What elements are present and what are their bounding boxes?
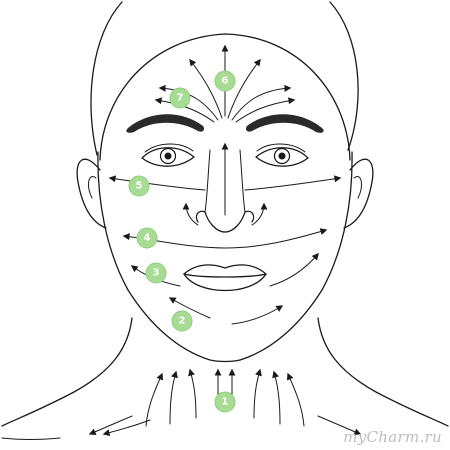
- arrow-neck-6: [272, 370, 281, 425]
- nose-base: [195, 210, 255, 233]
- step-badge-2-label: 2: [179, 316, 186, 327]
- ear-right-inner: [353, 176, 362, 199]
- arrow-neck-8: [286, 372, 305, 427]
- step-badge-7: 7: [169, 87, 191, 109]
- eyebrow-left: [126, 114, 205, 133]
- arrow-undereye-right: [244, 175, 342, 191]
- head-outline: [1, 1, 449, 440]
- lips: [183, 264, 267, 292]
- ear-left: [76, 158, 107, 229]
- step-badge-6: 6: [214, 70, 236, 92]
- watermark-logo: myCharm.ru: [343, 428, 442, 446]
- arrow-forehead-far-right: [231, 84, 292, 121]
- step-badge-4: 4: [136, 227, 158, 249]
- step-badge-2: 2: [171, 310, 193, 332]
- arrow-neck-5: [169, 370, 178, 425]
- arrow-chin-right: [231, 305, 284, 325]
- arrow-neck-7: [145, 372, 164, 427]
- step-badge-5-label: 5: [136, 181, 143, 192]
- step-badges: 1 2 3 4 5 6 7: [128, 70, 236, 413]
- arrow-cheek-left: [122, 233, 226, 249]
- arrow-neck-9: [88, 415, 133, 436]
- arrow-mouth-right: [269, 252, 319, 287]
- arrow-neck-4: [253, 368, 262, 419]
- step-badge-5: 5: [128, 175, 150, 197]
- neck-left: [1, 317, 133, 427]
- ear-right: [343, 158, 374, 229]
- arrow-nose-right-curve: [251, 202, 268, 226]
- arrow-neck-3: [188, 368, 197, 419]
- arrow-forehead-side-left: [154, 97, 215, 123]
- eyebrow-right: [245, 114, 324, 133]
- massage-arrows: [88, 44, 362, 437]
- ear-left-inner: [88, 176, 97, 199]
- arrow-forehead-far-left: [158, 84, 219, 121]
- arrow-cheek-right: [224, 228, 328, 249]
- face-left-contour: [97, 151, 241, 363]
- hair-right: [329, 1, 359, 151]
- arrow-chin-left: [168, 297, 211, 319]
- arrow-nose-left-curve: [182, 202, 199, 226]
- arrow-forehead-right: [227, 58, 261, 119]
- shoulder-left: [1, 437, 61, 440]
- arrow-forehead-side-right: [235, 97, 296, 123]
- facial-features: [126, 114, 324, 292]
- hair-left: [90, 1, 123, 156]
- step-badge-7-label: 7: [177, 93, 184, 104]
- arrow-neck-10: [317, 415, 362, 436]
- eye-left: [141, 143, 195, 167]
- neck-right: [317, 317, 449, 427]
- step-badge-1: 1: [214, 391, 236, 413]
- step-badge-3: 3: [145, 262, 167, 284]
- step-badge-1-label: 1: [222, 397, 229, 408]
- face-right-contour: [239, 151, 353, 361]
- step-badge-3-label: 3: [153, 268, 160, 279]
- eye-right: [255, 143, 309, 167]
- hairline: [99, 33, 351, 161]
- nose-bridge-left: [204, 149, 211, 213]
- nose-bridge-right: [239, 149, 246, 213]
- arrow-undereye-left: [108, 175, 206, 191]
- arrow-neck-11: [102, 419, 151, 437]
- arrow-forehead-left: [189, 58, 223, 119]
- step-badge-6-label: 6: [222, 76, 229, 87]
- step-badge-4-label: 4: [144, 233, 151, 244]
